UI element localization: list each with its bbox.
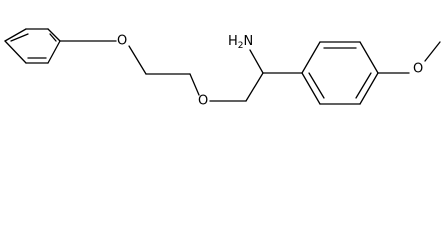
bond [128, 45, 147, 75]
chain-oxygen-label: O [198, 94, 208, 109]
amine-group [249, 49, 264, 74]
bond [4, 28, 27, 42]
structure-canvas: O O H2N O [0, 0, 446, 115]
double-bond-inner [355, 72, 372, 99]
double-bond-inner [49, 33, 57, 42]
bond [301, 41, 321, 74]
chemical-structure: O O H2N O [4, 28, 441, 109]
methoxy-group [377, 41, 441, 74]
phenoxy-oxygen-label: O [117, 34, 127, 49]
phenyl-ring [4, 28, 61, 64]
double-bond-inner [10, 33, 29, 42]
bond [424, 41, 441, 62]
bond [301, 72, 321, 105]
bond [4, 40, 27, 64]
bond [249, 49, 264, 74]
amine-label: H2N [228, 34, 253, 51]
bond [47, 40, 61, 64]
methoxyphenyl-ring [301, 41, 379, 105]
bond [359, 72, 379, 105]
bond [189, 73, 200, 96]
methoxy-oxygen-label: O [413, 62, 423, 77]
bond [359, 41, 379, 74]
bond [47, 28, 61, 42]
bond [245, 72, 264, 102]
double-bond-inner [308, 72, 325, 99]
ethoxy-chain [59, 40, 264, 102]
